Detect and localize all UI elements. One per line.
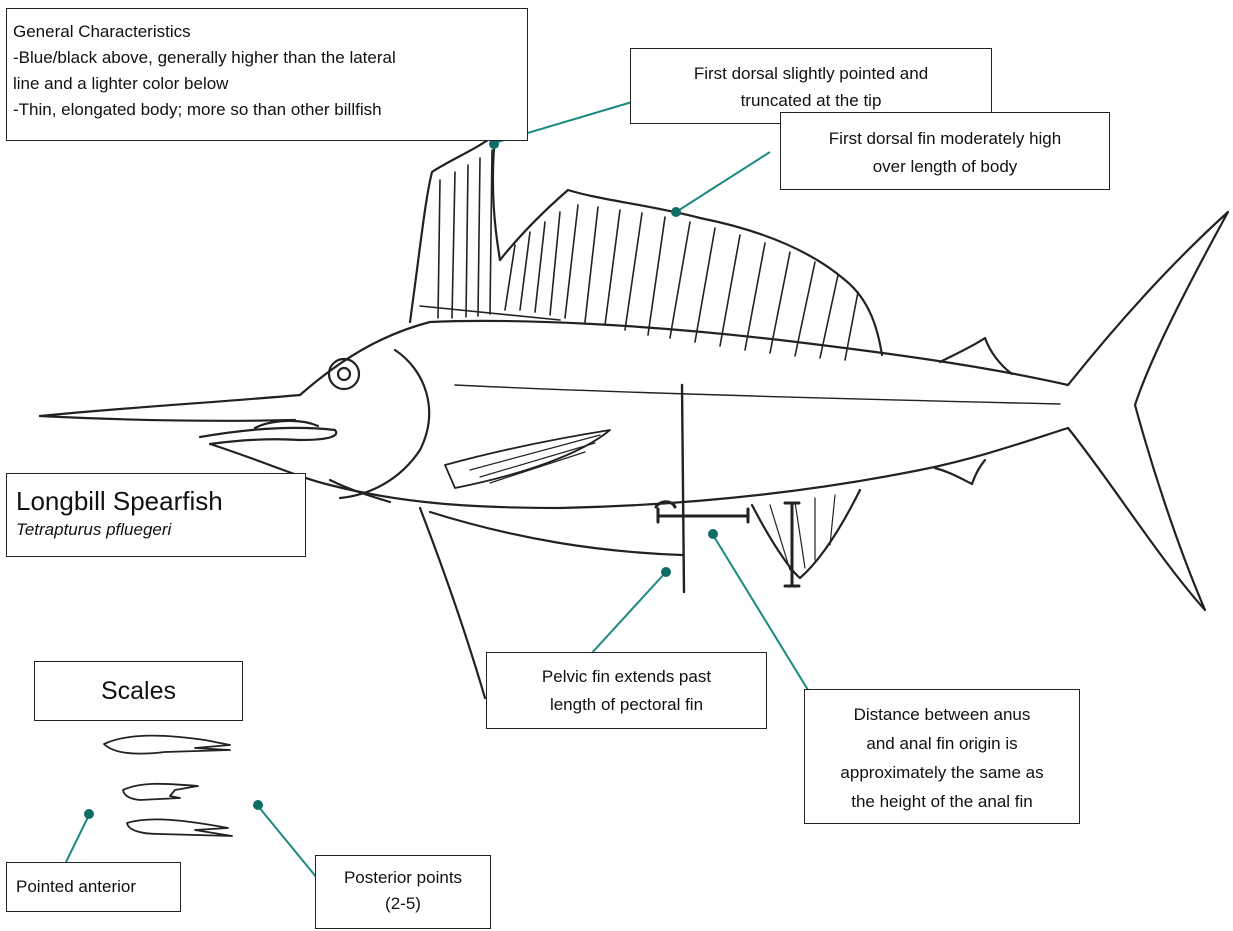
species-title-box: Longbill Spearfish Tetrapturus pfluegeri: [6, 473, 306, 557]
anus-to-anal-fin-bracket: [656, 502, 748, 522]
pelvic-fin: [420, 508, 485, 698]
eye: [329, 359, 359, 389]
posterior-points-box: Posterior points (2-5): [315, 855, 491, 929]
scales-title: Scales: [101, 677, 176, 705]
lateral-line: [455, 385, 1060, 404]
pelvic-fin-line: Pelvic fin extends past: [487, 663, 766, 691]
gill-cover: [340, 350, 429, 498]
general-characteristics-box: General Characteristics -Blue/black abov…: [6, 8, 528, 141]
first-dorsal-height-box: First dorsal fin moderately high over le…: [780, 112, 1110, 190]
pelvic-reference-line: [682, 385, 684, 592]
first-dorsal-height-line: First dorsal fin moderately high: [781, 125, 1109, 153]
species-common-name: Longbill Spearfish: [16, 484, 305, 518]
second-anal-fin: [935, 460, 985, 484]
pointed-anterior-label: Pointed anterior: [16, 877, 136, 896]
general-characteristics-line: -Blue/black above, generally higher than…: [13, 45, 523, 71]
pointed-anterior-box: Pointed anterior: [6, 862, 181, 912]
bill: [40, 395, 300, 416]
body-dorsal-outline: [300, 321, 1068, 395]
mouth: [200, 428, 336, 444]
species-scientific-name: Tetrapturus pfluegeri: [16, 518, 305, 542]
body-ventral-outline: [210, 428, 1068, 508]
anal-fin-distance-box: Distance between anus and anal fin origi…: [804, 689, 1080, 824]
first-dorsal-fin-front: [410, 135, 500, 322]
caudal-fin: [1068, 212, 1228, 610]
scale-drawings: [104, 736, 232, 836]
pelvic-fin-box: Pelvic fin extends past length of pector…: [486, 652, 767, 729]
anal-fin-line: and anal fin origin is: [805, 729, 1079, 758]
posterior-points-line: (2-5): [316, 891, 490, 917]
first-dorsal-tip-line: truncated at the tip: [631, 87, 991, 114]
second-dorsal-fin: [940, 338, 1012, 374]
pelvic-fin-line: length of pectoral fin: [487, 691, 766, 719]
anal-fin-line: approximately the same as: [805, 758, 1079, 787]
general-characteristics-title: General Characteristics: [13, 19, 523, 45]
posterior-points-line: Posterior points: [316, 865, 490, 891]
first-dorsal-tip-line: First dorsal slightly pointed and: [631, 60, 991, 87]
general-characteristics-line: -Thin, elongated body; more so than othe…: [13, 97, 523, 123]
scales-title-box: Scales: [34, 661, 243, 721]
general-characteristics-line: line and a lighter color below: [13, 71, 523, 97]
anal-fin: [752, 490, 860, 578]
anal-fin-line: Distance between anus: [805, 700, 1079, 729]
first-dorsal-height-line: over length of body: [781, 153, 1109, 181]
anal-fin-line: the height of the anal fin: [805, 787, 1079, 816]
